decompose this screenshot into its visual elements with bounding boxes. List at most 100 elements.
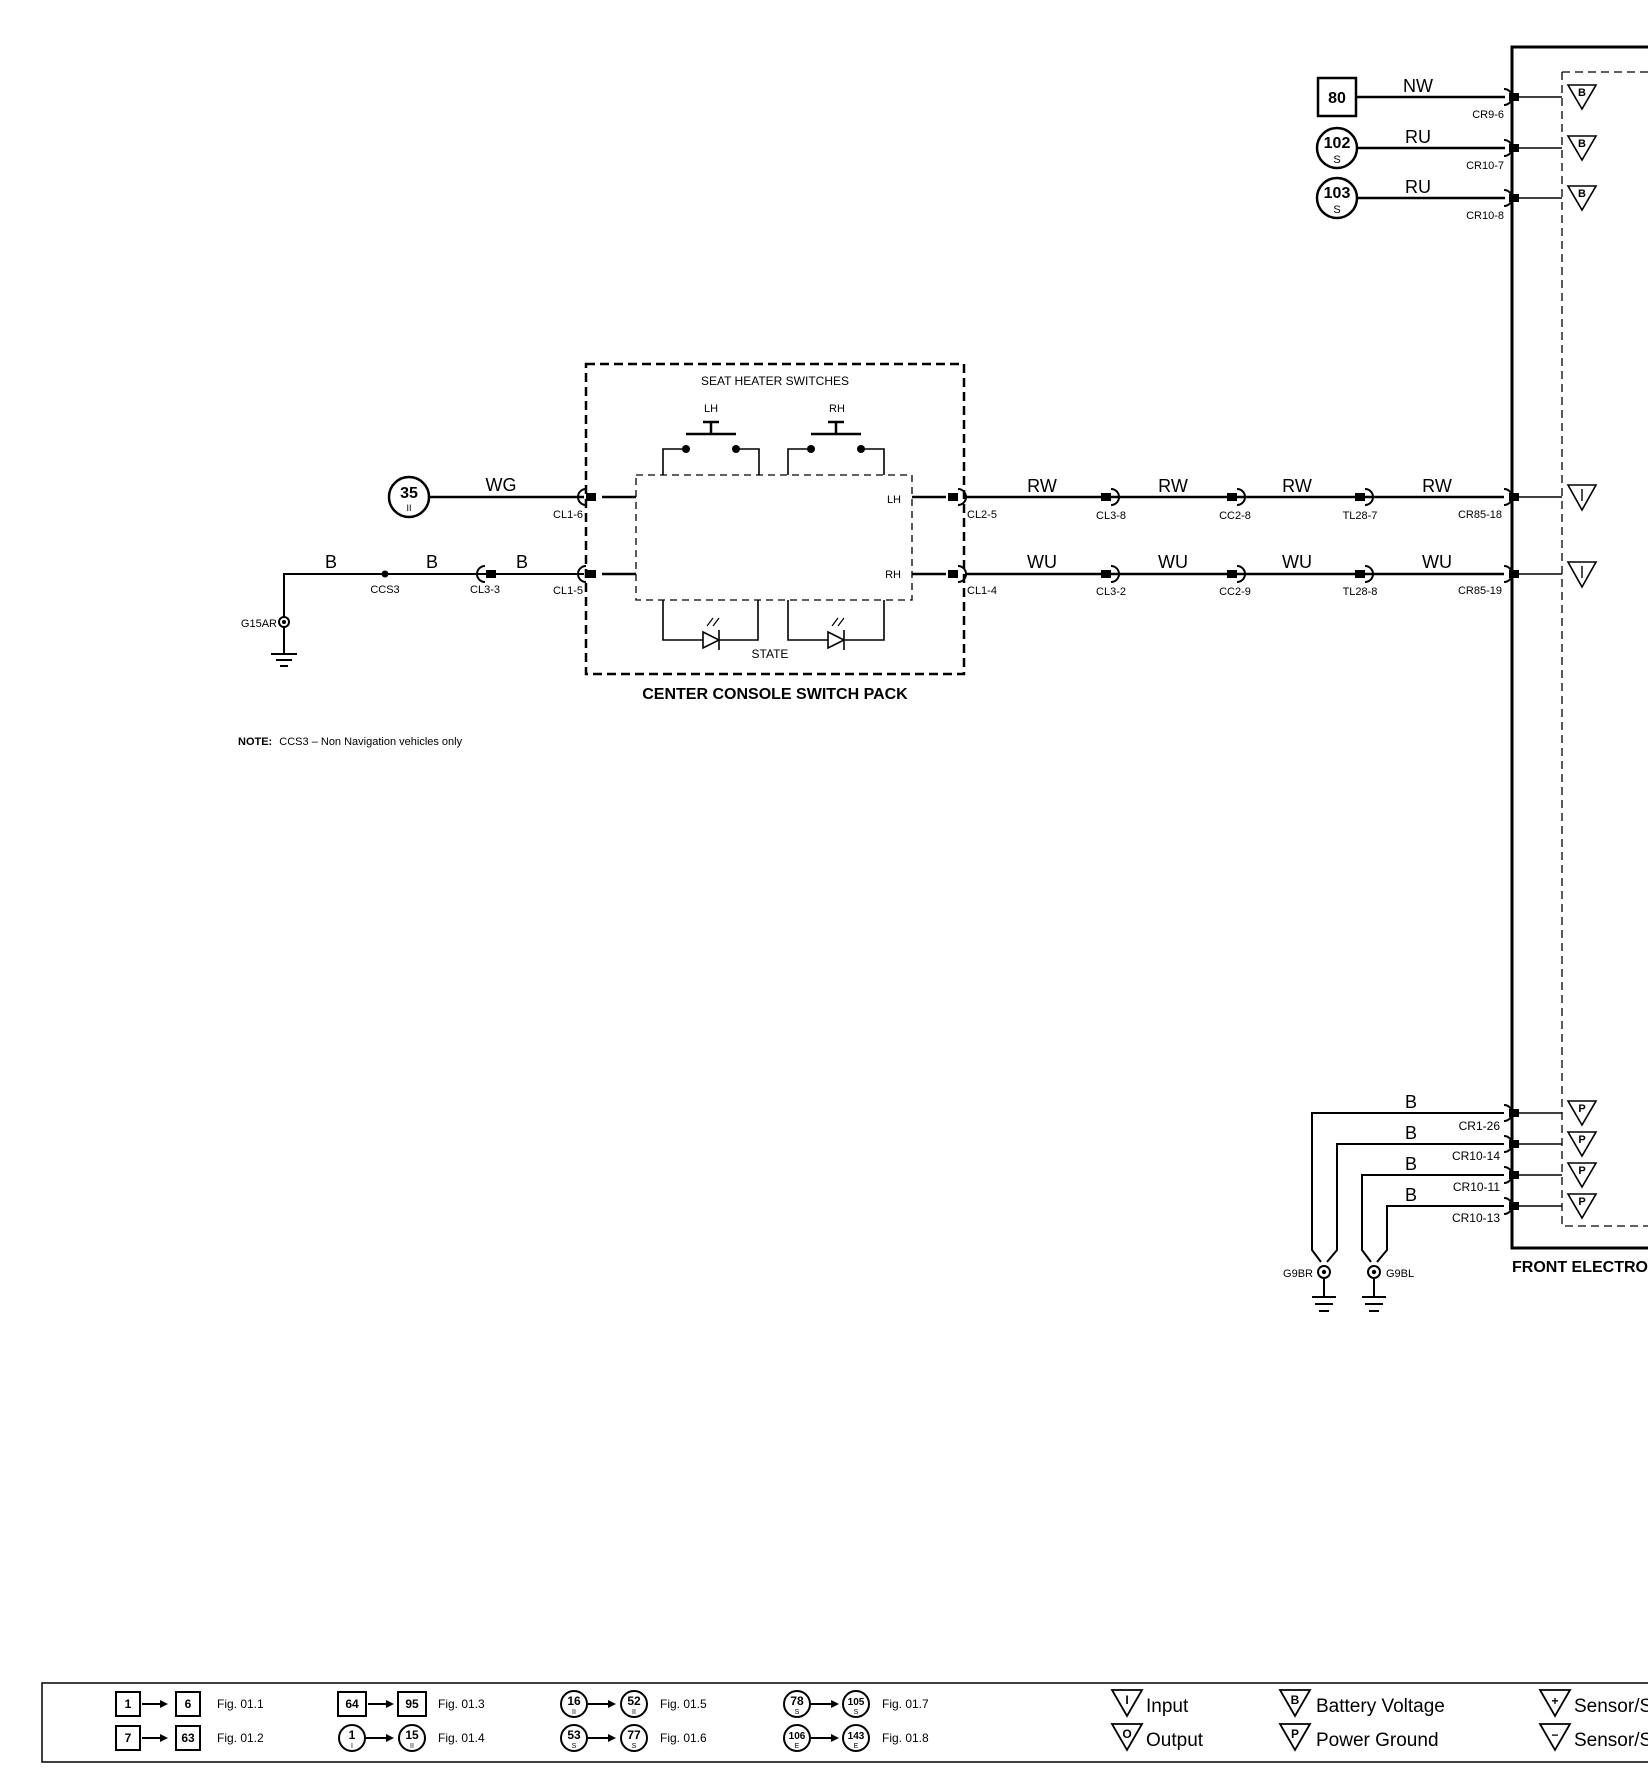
joint-label: TL28-8 [1343, 586, 1378, 598]
svg-text:95: 95 [405, 1697, 419, 1711]
wire-label: RW [1027, 476, 1057, 496]
svg-text:Fig. 01.8: Fig. 01.8 [882, 1731, 929, 1745]
pin-label: CR10-14 [1452, 1149, 1500, 1163]
pin-label: CR10-8 [1466, 210, 1504, 222]
power-ground-symbol [1566, 1131, 1598, 1158]
svg-text:B: B [1291, 1693, 1300, 1707]
joint-label: CL3-8 [1096, 510, 1126, 522]
center-console-switch-pack: CENTER CONSOLE SWITCH PACK SEAT HEATER S… [584, 362, 966, 703]
svg-text:P: P [1578, 1165, 1585, 1177]
svg-text:II: II [572, 1709, 576, 1716]
wire-label: WU [1027, 552, 1057, 572]
battery-voltage-symbol [1566, 84, 1598, 111]
wire-label: RU [1405, 177, 1431, 197]
svg-text:Fig. 01.3: Fig. 01.3 [438, 1697, 485, 1711]
wire-label: WU [1282, 552, 1312, 572]
sensor-negative-icon [1538, 1723, 1572, 1752]
wire-label: B [426, 552, 438, 572]
legend-fig-01-5: 16 II 52 II Fig. 01.5 [560, 1690, 707, 1718]
svg-text:LH: LH [704, 403, 718, 415]
wire-label: RW [1282, 476, 1312, 496]
wire-label: RW [1422, 476, 1452, 496]
inline-connector [1227, 565, 1246, 583]
svg-text:NOTE: CCS3 – Non Navigat: NOTE: CCS3 – Non Navigation vehicles onl… [238, 736, 463, 748]
svg-text:S: S [632, 1743, 637, 1750]
legend-fig-01-4: 1 I 15 II Fig. 01.4 [338, 1724, 485, 1752]
ground-g9br: G9BR [1283, 1265, 1336, 1312]
svg-text:1: 1 [349, 1728, 356, 1742]
pin-label: CR10-13 [1452, 1211, 1500, 1225]
svg-text:II: II [632, 1709, 636, 1716]
wire-label: WG [486, 475, 517, 495]
svg-text:−: − [1551, 1728, 1558, 1742]
svg-text:80: 80 [1328, 90, 1346, 107]
pin-label: CL1-5 [553, 585, 583, 597]
svg-text:Fig. 01.5: Fig. 01.5 [660, 1697, 707, 1711]
wire-label: B [516, 552, 528, 572]
pin-label: CL1-4 [967, 585, 997, 597]
wire-label: WU [1422, 552, 1452, 572]
svg-text:P: P [1578, 1134, 1585, 1146]
splice-ccs3 [381, 570, 389, 578]
svg-text:RH: RH [829, 403, 845, 415]
wire-label: B [1405, 1185, 1417, 1205]
reference-connector-80: 80 NW CR9-6 [1316, 76, 1505, 121]
power-ground-symbol [1566, 1162, 1598, 1189]
ground-label: G15AR [241, 618, 277, 630]
joint-label: CC2-8 [1219, 510, 1251, 522]
battery-voltage-pins: B B B [1503, 84, 1598, 212]
svg-text:6: 6 [185, 1697, 192, 1711]
svg-text:S: S [1333, 154, 1340, 166]
pin-label: CL3-3 [470, 584, 500, 596]
svg-text:P: P [1578, 1196, 1585, 1208]
inline-connector [1355, 488, 1374, 506]
wire-label: RU [1405, 127, 1431, 147]
pin-label: CL1-6 [553, 509, 583, 521]
seat-heater-header: SEAT HEATER SWITCHES [701, 374, 849, 388]
svg-text:64: 64 [345, 1697, 359, 1711]
svg-text:I: I [351, 1743, 353, 1750]
pin-label: CR9-6 [1472, 109, 1504, 121]
svg-text:Fig. 01.6: Fig. 01.6 [660, 1731, 707, 1745]
reference-connector-103: 103 S RU CR10-8 [1315, 176, 1505, 222]
svg-text:78: 78 [790, 1694, 804, 1708]
svg-text:I: I [1125, 1693, 1128, 1707]
lh-state-led [662, 600, 759, 650]
svg-text:Fig. 01.4: Fig. 01.4 [438, 1731, 485, 1745]
svg-text:P: P [1578, 1103, 1585, 1115]
svg-text:S: S [1333, 204, 1340, 216]
inline-connector [1227, 488, 1246, 506]
legend-fig-01-3: 64 95 Fig. 01.3 [337, 1691, 485, 1717]
svg-text:E: E [854, 1743, 859, 1750]
lh-output-run: CL2-5 RW RW RW RW CL3-8 CC2-8 TL28-7 CR8… [948, 476, 1598, 522]
sensor-positive-icon [1538, 1689, 1572, 1718]
joint-label: CC2-9 [1219, 586, 1251, 598]
pin-label: CR85-18 [1458, 509, 1502, 521]
wire-label: B [1405, 1123, 1417, 1143]
svg-text:105: 105 [848, 1697, 865, 1708]
svg-text:106: 106 [789, 1731, 806, 1742]
inline-connector [1101, 565, 1120, 583]
svg-text:E: E [795, 1743, 800, 1750]
module-title: FRONT ELECTRO [1512, 1259, 1648, 1276]
wire-label: RW [1158, 476, 1188, 496]
svg-text:16: 16 [567, 1694, 581, 1708]
svg-text:S: S [795, 1709, 800, 1716]
svg-text:77: 77 [627, 1728, 641, 1742]
front-electronic-module: FRONT ELECTRO [1510, 45, 1648, 1276]
wire-label: NW [1403, 76, 1433, 96]
svg-text:15: 15 [405, 1728, 419, 1742]
lh-seat-heater-switch: LH [662, 403, 760, 475]
svg-text:+: + [1551, 1694, 1558, 1708]
input-icon [1110, 1689, 1144, 1718]
svg-text:B: B [1578, 188, 1586, 200]
power-ground-symbol [1566, 1100, 1598, 1127]
joint-label: TL28-7 [1343, 510, 1378, 522]
wire-label: B [1405, 1154, 1417, 1174]
legend-output: O Output [1110, 1723, 1204, 1752]
output-icon [1110, 1723, 1144, 1752]
note: NOTE: CCS3 – Non Navigation vehicles onl… [238, 736, 463, 748]
switch-pack-title: CENTER CONSOLE SWITCH PACK [642, 686, 908, 703]
feed-reference-35: 35 II WG CL1-6 [387, 475, 596, 521]
